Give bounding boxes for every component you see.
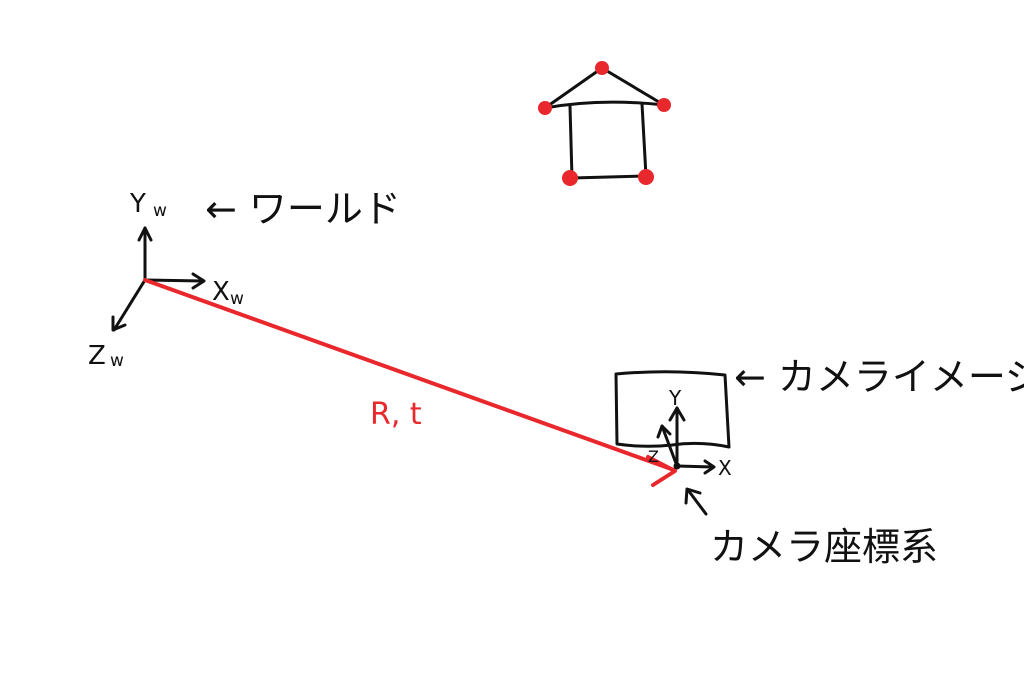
camera-z-axis xyxy=(660,424,679,468)
world-x-arrowhead xyxy=(191,272,206,290)
camera-imager: Y X Z ← カメライメージャ xyxy=(614,355,1024,480)
house-object xyxy=(538,61,671,186)
image-plane-rect xyxy=(614,370,731,449)
camera-x-arrowhead xyxy=(703,459,716,475)
camera-coords: カメラ座標系 xyxy=(684,487,938,569)
camera-x-label: X xyxy=(718,456,732,480)
world-frame: Y w X w Z w ← ワールド xyxy=(88,187,401,371)
world-x-axis xyxy=(143,278,205,283)
world-y-subscript: w xyxy=(153,201,167,221)
world-x-label: X xyxy=(212,277,230,307)
world-label: ← ワールド xyxy=(205,187,401,231)
camera-x-axis xyxy=(675,464,715,469)
feature-point xyxy=(638,169,654,185)
world-y-label: Y xyxy=(129,189,146,219)
camera-z-label: Z xyxy=(648,447,659,466)
feature-point xyxy=(595,61,609,75)
feature-point xyxy=(538,101,552,115)
camera-y-arrowhead xyxy=(668,406,686,422)
pointer-arrowhead xyxy=(684,487,702,505)
house-eave xyxy=(543,100,666,110)
rt-arrowhead xyxy=(646,455,677,487)
camera-z-arrowhead xyxy=(656,424,672,439)
feature-point xyxy=(562,170,578,186)
camera-y-label: Y xyxy=(668,386,682,410)
world-z-subscript: w xyxy=(110,351,124,371)
rt-vector xyxy=(143,278,676,472)
rt-label: R, t xyxy=(370,397,422,432)
camera-coords-label: カメラ座標系 xyxy=(710,525,938,569)
house-body xyxy=(568,102,648,180)
rt-transform: R, t xyxy=(143,278,677,487)
world-z-label: Z xyxy=(88,341,106,371)
world-z-axis xyxy=(112,278,147,332)
pointer-arrow-shaft xyxy=(686,488,708,516)
camera-imager-label: ← カメライメージャ xyxy=(734,355,1024,399)
world-x-subscript: w xyxy=(230,289,244,309)
feature-point xyxy=(657,98,671,112)
world-y-arrowhead xyxy=(137,226,153,242)
camera-origin xyxy=(673,462,681,470)
world-z-arrowhead xyxy=(111,315,127,332)
